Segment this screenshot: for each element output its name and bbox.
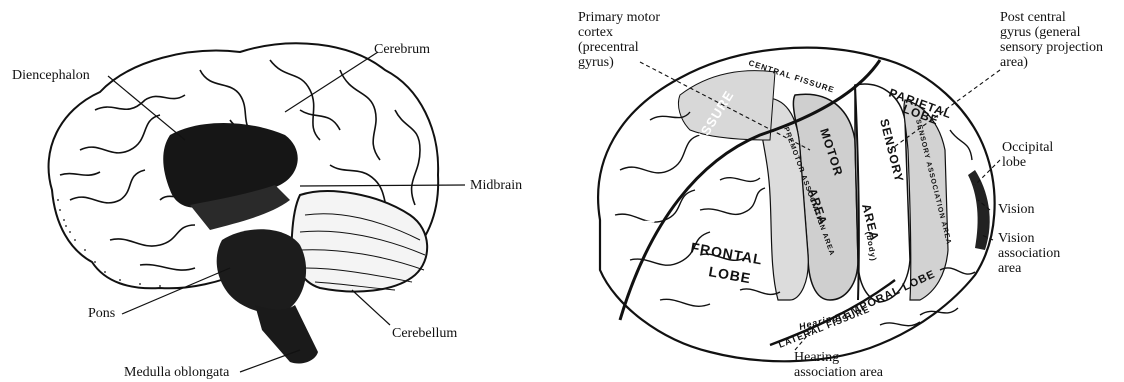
label-hearing-association-area: Hearing association area <box>794 350 883 380</box>
label-cerebellum: Cerebellum <box>392 326 457 341</box>
label-post-central-gyrus: Post central gyrus (general sensory proj… <box>1000 10 1103 70</box>
label-primary-motor-cortex: Primary motor cortex (precentral gyrus) <box>578 10 660 70</box>
label-medulla-oblongata: Medulla oblongata <box>124 365 229 380</box>
sensory-area-shape <box>855 84 910 302</box>
label-cerebrum: Cerebrum <box>374 42 430 57</box>
pons-shape <box>217 229 306 313</box>
label-pons: Pons <box>88 306 115 321</box>
label-midbrain: Midbrain <box>470 178 522 193</box>
label-vision: Vision <box>998 202 1035 217</box>
label-occipital-lobe: Occipital lobe <box>1002 140 1053 170</box>
top-view-brain-illustration: CENTRAL FISSURE LONGITUDINAL FISSURE PAR… <box>598 48 995 362</box>
label-vision-association-area: Vision association area <box>998 231 1060 276</box>
label-diencephalon: Diencephalon <box>12 68 90 83</box>
